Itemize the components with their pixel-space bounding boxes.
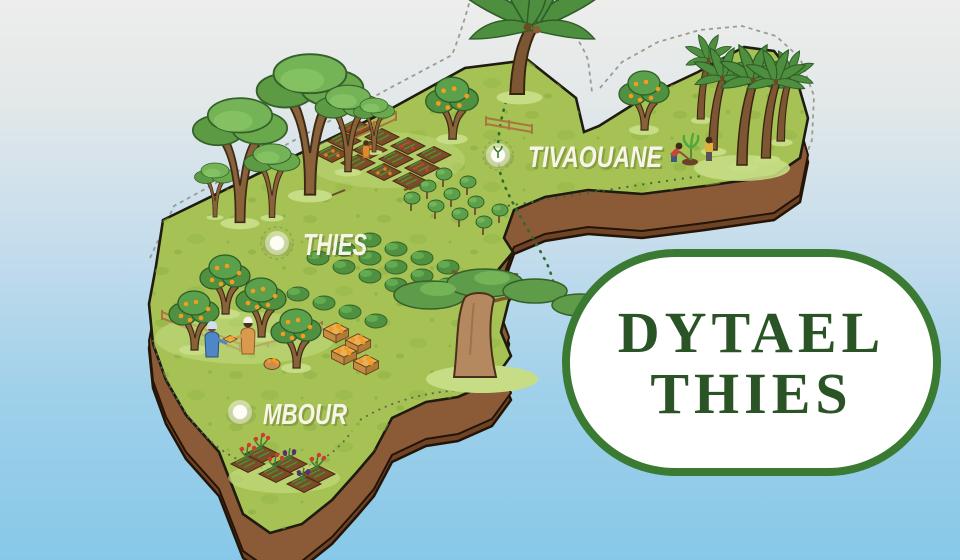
palm-grove [683,34,816,181]
dashed-department-boundaries [152,100,703,472]
orange-basket [263,358,281,370]
city-tivaouane: TIVAOUANE [482,139,663,174]
city-label-thies: THIES [303,227,367,262]
dytael-thies-badge: DYTAEL THIES [562,249,941,476]
city-label-mbour: MBOUR [263,399,347,431]
dashed-region-boundary [149,0,815,259]
vegetable-garden-south [228,432,340,494]
city-mbour: MBOUR [225,399,347,431]
orange-crates [263,322,380,376]
badge-line1: DYTAEL [617,299,886,365]
badge-line2: THIES [650,360,853,426]
gardener-figure [362,140,370,159]
city-label-tivaouane: TIVAOUANE [528,141,663,174]
city-thies: THIES [260,226,367,262]
tree-planting-scene [670,132,713,166]
farmers-trading [204,316,256,358]
baobab-tree-icon [393,268,629,393]
